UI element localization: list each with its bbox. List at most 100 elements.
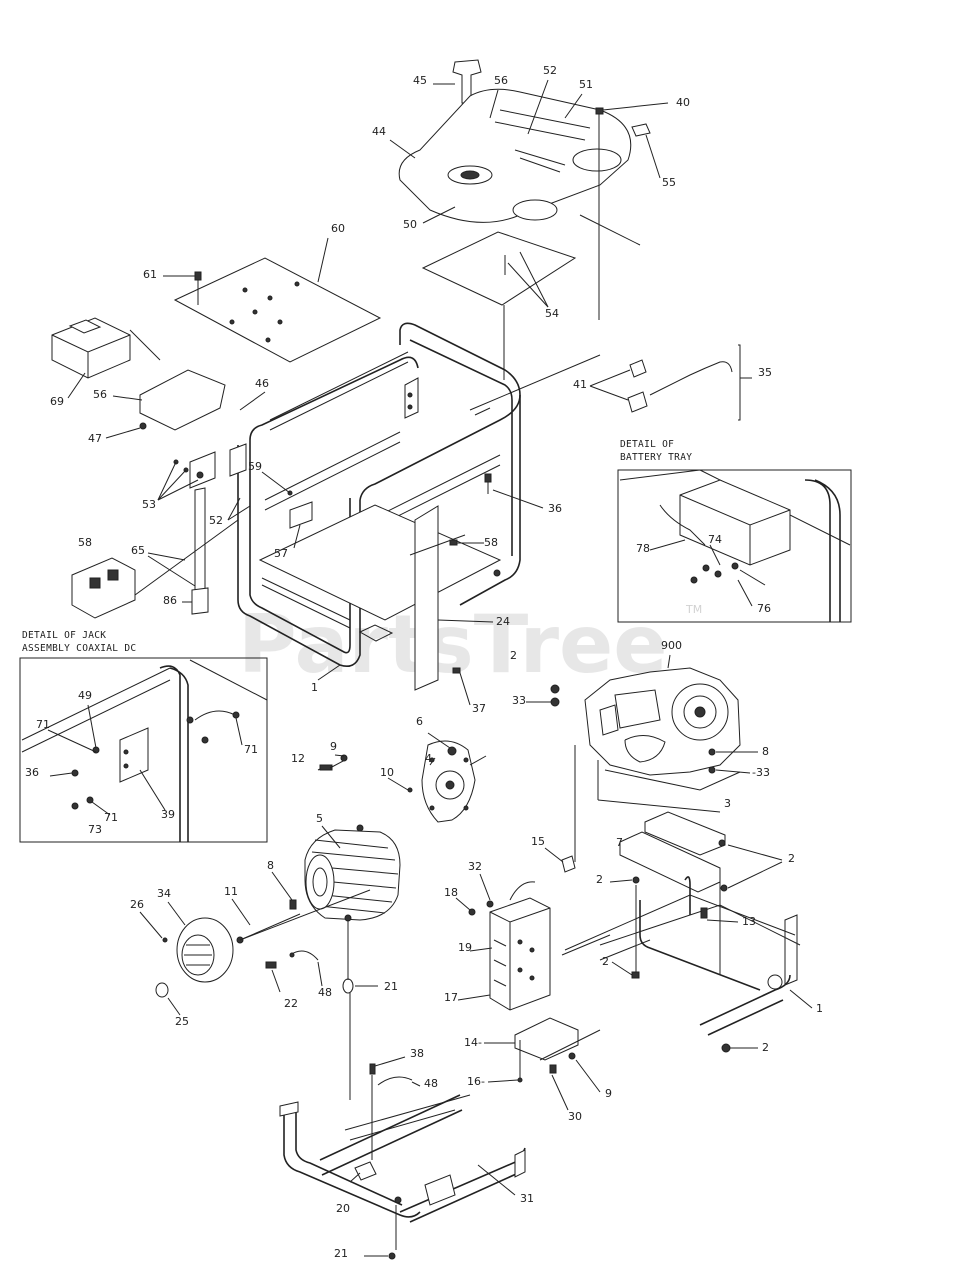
callout-label: 39 (161, 808, 175, 821)
fuel-tank-group (389, 59, 669, 350)
callout-label: 6 (416, 715, 423, 728)
callout-label: 49 (78, 689, 92, 702)
callout-label: 58 (484, 536, 498, 549)
callout-label: 60 (331, 222, 345, 235)
callout-label: 38 (410, 1047, 424, 1060)
callout-label: 18 (444, 886, 458, 899)
callout-label: 71 (244, 743, 258, 756)
muffler-group (455, 745, 611, 1111)
callout-label: 58 (78, 536, 92, 549)
callout-label: 40 (676, 96, 690, 109)
callout-label: 41 (573, 378, 587, 391)
panel-group (51, 237, 382, 439)
callout-label: 2 (762, 1041, 769, 1054)
engine-group (526, 654, 758, 813)
callout-label: 32 (468, 860, 482, 873)
callout-label: 55 (662, 176, 676, 189)
callout-label: 2 (788, 852, 795, 865)
callout-label: 50 (403, 218, 417, 231)
callout-label: 61 (143, 268, 157, 281)
watermark-trademark: TM (685, 603, 702, 616)
callout-label: 33 (512, 694, 526, 707)
callout-label: 52 (209, 514, 223, 527)
callout-label: 48 (318, 986, 332, 999)
callout-label: 71 (104, 811, 118, 824)
callout-label: 16- (467, 1075, 485, 1088)
callout-label: 57 (274, 547, 288, 560)
callout-label: 35 (758, 366, 772, 379)
battery-tray-detail: DETAIL OF BATTERY TRAY (617, 439, 852, 623)
callout-label: 52 (543, 64, 557, 77)
main-frame-group (229, 322, 601, 706)
callout-label: 36 (548, 502, 562, 515)
callout-label: 3 (724, 797, 731, 810)
battery-detail-line1: DETAIL OF (620, 439, 674, 450)
callout-label: 9 (330, 740, 337, 753)
callout-label: 8 (267, 859, 274, 872)
bottom-cradle-group (279, 1056, 526, 1260)
callout-label: 2 (602, 955, 609, 968)
callout-label: 34 (157, 887, 171, 900)
callout-label: 76 (757, 602, 771, 615)
callout-label: 9 (605, 1087, 612, 1100)
callout-label: 26 (130, 898, 144, 911)
callout-label: 78 (636, 542, 650, 555)
callout-label: 19 (458, 941, 472, 954)
callout-label: 20 (336, 1202, 350, 1215)
callout-label: 900 (661, 639, 682, 652)
callout-label: 2 (510, 649, 517, 662)
callout-label: 1 (311, 681, 318, 694)
callout-label: 15 (531, 835, 545, 848)
jack-detail: DETAIL OF JACK ASSEMBLY COAXIAL DC (19, 630, 268, 843)
outlet-group (71, 451, 313, 619)
callout-label: 2 (596, 873, 603, 886)
jack-detail-line1: DETAIL OF JACK (22, 630, 106, 641)
alternator-group (139, 732, 487, 1100)
callout-label: 69 (50, 395, 64, 408)
callout-label: 59 (248, 460, 262, 473)
callout-label: 13 (742, 915, 756, 928)
callout-label: 46 (255, 377, 269, 390)
cable-group (589, 344, 752, 421)
callout-label: 65 (131, 544, 145, 557)
callout-label: 10 (380, 766, 394, 779)
callout-label: 12 (291, 752, 305, 765)
callout-label: 47 (88, 432, 102, 445)
callout-label: 14- (464, 1036, 482, 1049)
callout-label: 17 (444, 991, 458, 1004)
callout-label: -33 (752, 766, 770, 779)
callout-label: 8 (762, 745, 769, 758)
callout-label: 86 (163, 594, 177, 607)
callout-label: 74 (708, 533, 722, 546)
battery-detail-line2: BATTERY TRAY (620, 452, 692, 463)
callout-label: 45 (413, 74, 427, 87)
callout-label: 22 (284, 997, 298, 1010)
callout-label: 53 (142, 498, 156, 511)
callout-label: 56 (93, 388, 107, 401)
callout-label: 54 (545, 307, 559, 320)
callout-label: 5 (316, 812, 323, 825)
watermark: PartsTree (238, 598, 668, 691)
callout-label: 48 (424, 1077, 438, 1090)
callout-label: 51 (579, 78, 593, 91)
callout-label: 24 (496, 615, 510, 628)
jack-detail-line2: ASSEMBLY COAXIAL DC (22, 643, 136, 654)
callout-label: 30 (568, 1110, 582, 1123)
callout-label: 4 (425, 752, 432, 765)
callout-label: 7 (616, 836, 623, 849)
callout-label: 36 (25, 766, 39, 779)
callout-label: 1 (816, 1002, 823, 1015)
callout-label: 25 (175, 1015, 189, 1028)
callout-label: 71 (36, 718, 50, 731)
callout-label: 73 (88, 823, 102, 836)
callout-label: 44 (372, 125, 386, 138)
callout-label: 21 (334, 1247, 348, 1260)
cradle-group (564, 811, 813, 1053)
callout-label: 21 (384, 980, 398, 993)
callout-label: 11 (224, 885, 238, 898)
callout-label: 31 (520, 1192, 534, 1205)
callout-label: 37 (472, 702, 486, 715)
callout-label: 56 (494, 74, 508, 87)
